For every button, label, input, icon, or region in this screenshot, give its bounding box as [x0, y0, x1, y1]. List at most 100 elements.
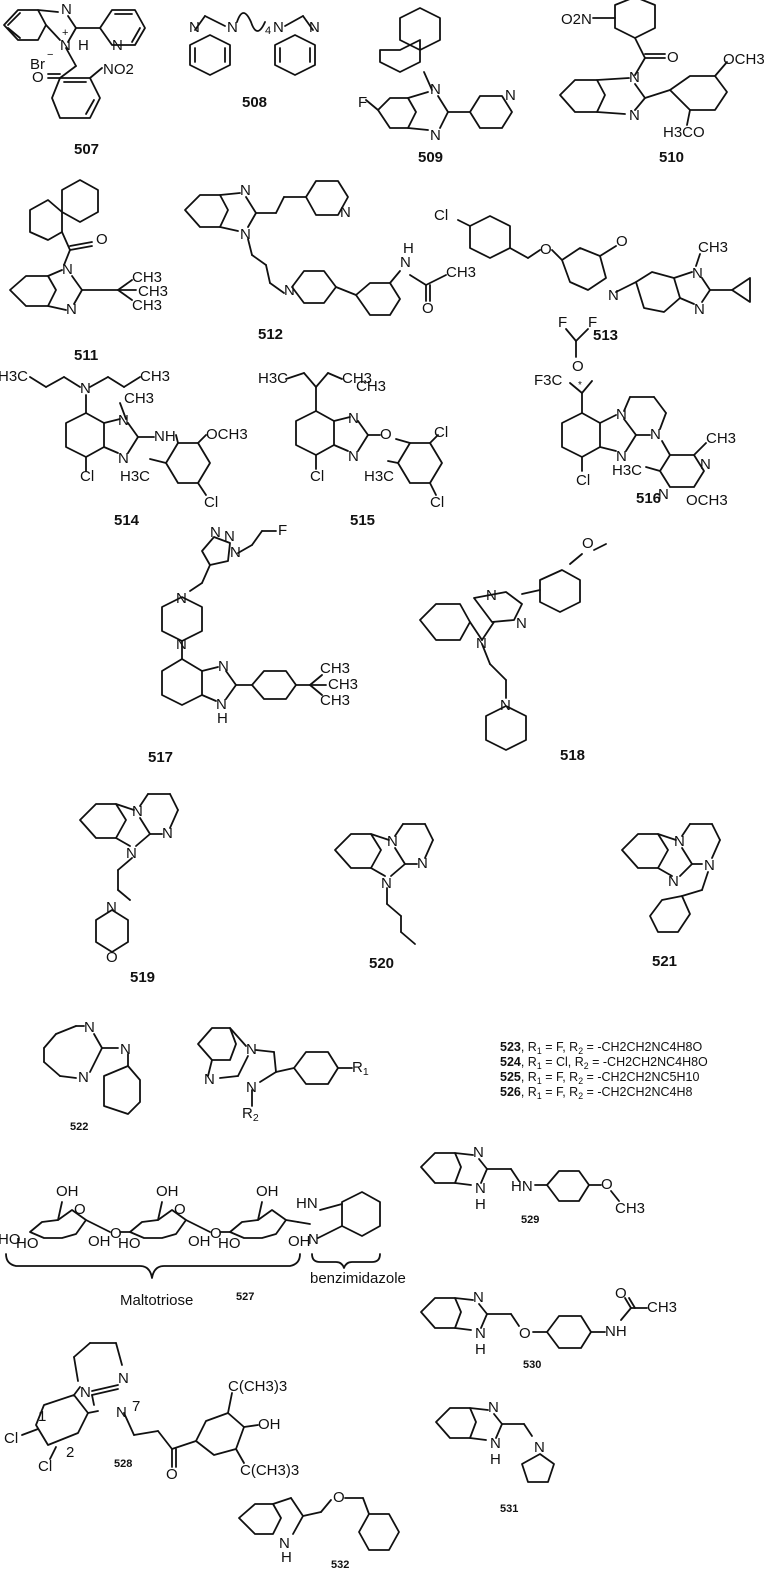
substituent-row-523: 523, R1 = F, R2 = -CH2CH2NC4H8O: [500, 1040, 703, 1056]
compound-number: 509: [418, 149, 444, 166]
atom-label: HO: [218, 1235, 241, 1252]
atom-label: N: [488, 1399, 499, 1416]
atom-label: CH3: [698, 239, 729, 256]
compound-number: 529: [521, 1214, 540, 1226]
atom-label: N: [500, 697, 511, 714]
atom-label: F: [358, 94, 368, 111]
atom-label: CH3: [706, 430, 737, 447]
atom-label: N: [629, 107, 640, 124]
structure-514-skeleton: [29, 376, 211, 496]
compound-number: 512: [258, 326, 284, 343]
atom-label: H3C: [364, 468, 395, 485]
r2-value: -CH2CH2NC4H8: [597, 1085, 693, 1099]
atom-label: OH: [258, 1416, 281, 1433]
structure-520-skeleton: [334, 823, 434, 945]
atom-label: O: [616, 233, 628, 250]
compound-529: N N H HN O CH3 529: [415, 1145, 655, 1235]
compound-522: N N N 522: [40, 1020, 150, 1140]
compound-518: O N N N N 518: [410, 536, 640, 770]
atom-label: HO: [16, 1235, 39, 1252]
atom-label: CH3: [615, 1200, 646, 1217]
compound-528: N N N 7 1 2 Cl Cl O C(CH3)3 OH C(CH3)3 5…: [0, 1335, 330, 1482]
compound-number: 528: [114, 1458, 133, 1470]
atom-label: N: [516, 615, 527, 632]
atom-label: N: [210, 524, 221, 541]
compound-number: 530: [523, 1359, 542, 1371]
atom-label: N: [162, 825, 173, 842]
structure-508-skeleton: [189, 12, 316, 76]
atom-label: O: [110, 1225, 122, 1242]
atom-label: CH3: [320, 660, 351, 677]
atom-label: OH: [156, 1183, 179, 1200]
atom-label: N: [60, 37, 71, 54]
compound-number: 521: [652, 953, 678, 970]
atom-label: HO: [118, 1235, 141, 1252]
atom-label: OH: [56, 1183, 79, 1200]
atom-label: N: [118, 1370, 129, 1387]
benzimidazole-annotation: benzimidazole: [310, 1270, 406, 1287]
atom-label: H3CO: [663, 124, 705, 141]
compound-507: N N + H N Br − O NO2 507: [0, 0, 180, 157]
atom-label: N: [387, 833, 398, 850]
atom-label: F: [278, 522, 288, 539]
atom-label: NO2: [103, 61, 134, 78]
atom-label: N: [80, 1384, 91, 1401]
atom-label: N: [340, 204, 351, 221]
atom-label: N: [381, 875, 392, 892]
atom-label: N: [112, 37, 123, 54]
compound-512-acetamide: CH3 O: [400, 255, 480, 325]
compound-id: 524: [500, 1055, 521, 1069]
atom-label: C(CH3)3: [228, 1378, 288, 1395]
structure-519-skeleton: [79, 793, 179, 953]
atom-label: CH3: [320, 692, 351, 709]
structure-530-skeleton: [420, 1297, 648, 1349]
structure-527-skeleton: [5, 1191, 381, 1279]
compound-number: 507: [74, 141, 100, 158]
compound-number: 531: [500, 1503, 519, 1515]
atom-label: N: [668, 873, 679, 890]
atom-label: N: [608, 287, 619, 304]
atom-label: N: [704, 857, 715, 874]
atom-label: N: [700, 456, 711, 473]
structure-517-skeleton: [161, 530, 327, 706]
atom-label: N: [126, 845, 137, 862]
charge-plus: +: [62, 27, 69, 39]
atom-label: N: [430, 81, 441, 98]
compound-number: 518: [560, 747, 586, 764]
r1-value: F: [555, 1085, 563, 1099]
structure-531-skeleton: [435, 1407, 555, 1483]
atom-label: CH3: [132, 269, 163, 286]
atom-label: F: [588, 314, 598, 331]
atom-label: OCH3: [686, 492, 728, 509]
atom-label: O: [380, 426, 392, 443]
atom-label: CH3: [124, 390, 155, 407]
structure-516-skeleton: [561, 328, 707, 488]
atom-label: Cl: [434, 424, 449, 441]
atom-label: C(CH3)3: [240, 1462, 300, 1479]
atom-label: N: [473, 1289, 484, 1306]
linker-subscript: 4: [265, 25, 272, 37]
atom-label: N: [106, 899, 117, 916]
atom-label: H: [490, 1451, 501, 1468]
compound-523-526-core: N N N R1 R2: [190, 1022, 380, 1132]
atom-label: N: [273, 19, 284, 36]
atom-label: O: [166, 1466, 178, 1483]
structure-515-skeleton: [285, 372, 443, 496]
atom-label: O: [572, 358, 584, 375]
structure-513-skeleton: [457, 215, 751, 313]
compound-509: F N N N 509: [358, 0, 550, 170]
atom-label: N: [246, 1079, 257, 1096]
atom-label: H: [475, 1341, 486, 1358]
compound-number: 520: [369, 955, 395, 972]
atom-label: N: [230, 544, 241, 561]
atom-label: N: [189, 19, 200, 36]
locant: 7: [132, 1398, 141, 1415]
compound-number: 519: [130, 969, 156, 986]
atom-label: N: [216, 696, 227, 713]
r1-value: F: [555, 1070, 563, 1084]
atom-label: HO: [0, 1231, 21, 1248]
charge-minus: −: [47, 49, 54, 61]
atom-label: O: [582, 535, 594, 552]
atom-label: N: [240, 226, 251, 243]
atom-label: N: [473, 1144, 484, 1161]
